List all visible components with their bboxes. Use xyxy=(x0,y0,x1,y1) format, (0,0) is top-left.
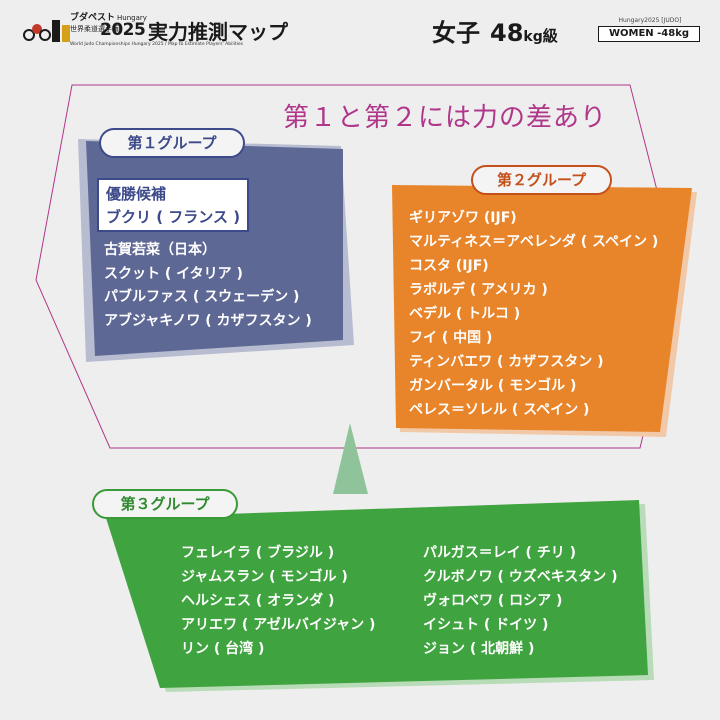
list-item: ジョン ( 北朝鮮 ) xyxy=(423,641,535,657)
group3-box xyxy=(106,500,648,688)
group2-list: ギリアゾワ (IJF) マルティネス＝アベレンダ ( スペイン ) コスタ (I… xyxy=(409,206,658,422)
tier-comment: 第１と第２には力の差あり xyxy=(283,103,608,133)
list-item: スクット ( イタリア ) xyxy=(104,265,243,282)
list-item: アリエワ ( アゼルバイジャン ) xyxy=(181,617,376,633)
category-gender: 女子 xyxy=(432,19,480,47)
weight-category-title: 女子 48kg級 xyxy=(432,13,558,48)
group3-list-left: フェレイラ ( ブラジル ) ジャムスラン ( モンゴル ) ヘルシェス ( オ… xyxy=(181,541,375,661)
logo-year: 2025 xyxy=(100,20,146,40)
list-item: ヴォロベワ ( ロシア ) xyxy=(423,593,563,609)
badge-caption: Hungary2025 [JUDO] xyxy=(618,17,682,24)
category-weight-unit: kg xyxy=(523,29,543,45)
logo-text-line2: 世界柔道選手権 xyxy=(70,25,119,33)
logo-subtitle: World Judo Championships Hungary 2025 / … xyxy=(70,42,243,47)
list-item: イシュト ( ドイツ ) xyxy=(423,617,549,633)
list-item: パルガス＝レイ ( チリ ) xyxy=(423,545,576,561)
list-item: アブジャキノワ ( カザフスタン ) xyxy=(104,312,312,329)
group3-title: 第３グループ xyxy=(92,489,238,519)
favorite-box xyxy=(97,178,249,232)
list-item: フェレイラ ( ブラジル ) xyxy=(181,545,335,561)
list-item: ベデル ( トルコ ) xyxy=(409,306,521,322)
list-item: パブルファス ( スウェーデン ) xyxy=(104,289,300,305)
group1-title: 第１グループ xyxy=(99,128,245,158)
list-item: 古賀若菜（日本） xyxy=(104,242,216,258)
championship-logo-icon xyxy=(23,20,70,42)
list-item: ペレス＝ソレル ( スペイン ) xyxy=(409,402,590,418)
list-item: ヘルシェス ( オランダ ) xyxy=(181,593,335,609)
page-title: 実力推測マップ xyxy=(148,20,288,44)
list-item: マルティネス＝アベレンダ ( スペイン ) xyxy=(409,234,659,250)
category-weight-number: 48 xyxy=(490,19,524,47)
favorite-label: 優勝候補 xyxy=(106,185,167,203)
list-item: ティンバエワ ( カザフスタン ) xyxy=(409,354,604,370)
group3-list-right: パルガス＝レイ ( チリ ) クルボノワ ( ウズベキスタン ) ヴォロベワ (… xyxy=(423,541,618,661)
list-item: リン ( 台湾 ) xyxy=(181,641,265,657)
group2-title: 第２グループ xyxy=(471,165,612,195)
group2-box xyxy=(392,185,692,432)
category-badge: WOMEN -48kg xyxy=(598,26,700,42)
list-item: クルボノワ ( ウズベキスタン ) xyxy=(423,569,618,585)
favorite-name: ブクリ ( フランス ) xyxy=(106,208,241,226)
list-item: ラボルデ ( アメリカ ) xyxy=(409,282,548,298)
list-item: ガンバータル ( モンゴル ) xyxy=(409,378,577,394)
list-item: フイ ( 中国 ) xyxy=(409,330,493,346)
top-tier-outline xyxy=(35,84,681,449)
group1-list: 古賀若菜（日本） スクット ( イタリア ) パブルファス ( スウェーデン )… xyxy=(104,239,312,333)
list-item: ギリアゾワ (IJF) xyxy=(409,210,517,226)
tier-arrow xyxy=(333,423,368,494)
list-item: コスタ (IJF) xyxy=(409,258,489,274)
list-item: ジャムスラン ( モンゴル ) xyxy=(181,569,348,585)
category-weight-suffix: 級 xyxy=(542,27,558,45)
